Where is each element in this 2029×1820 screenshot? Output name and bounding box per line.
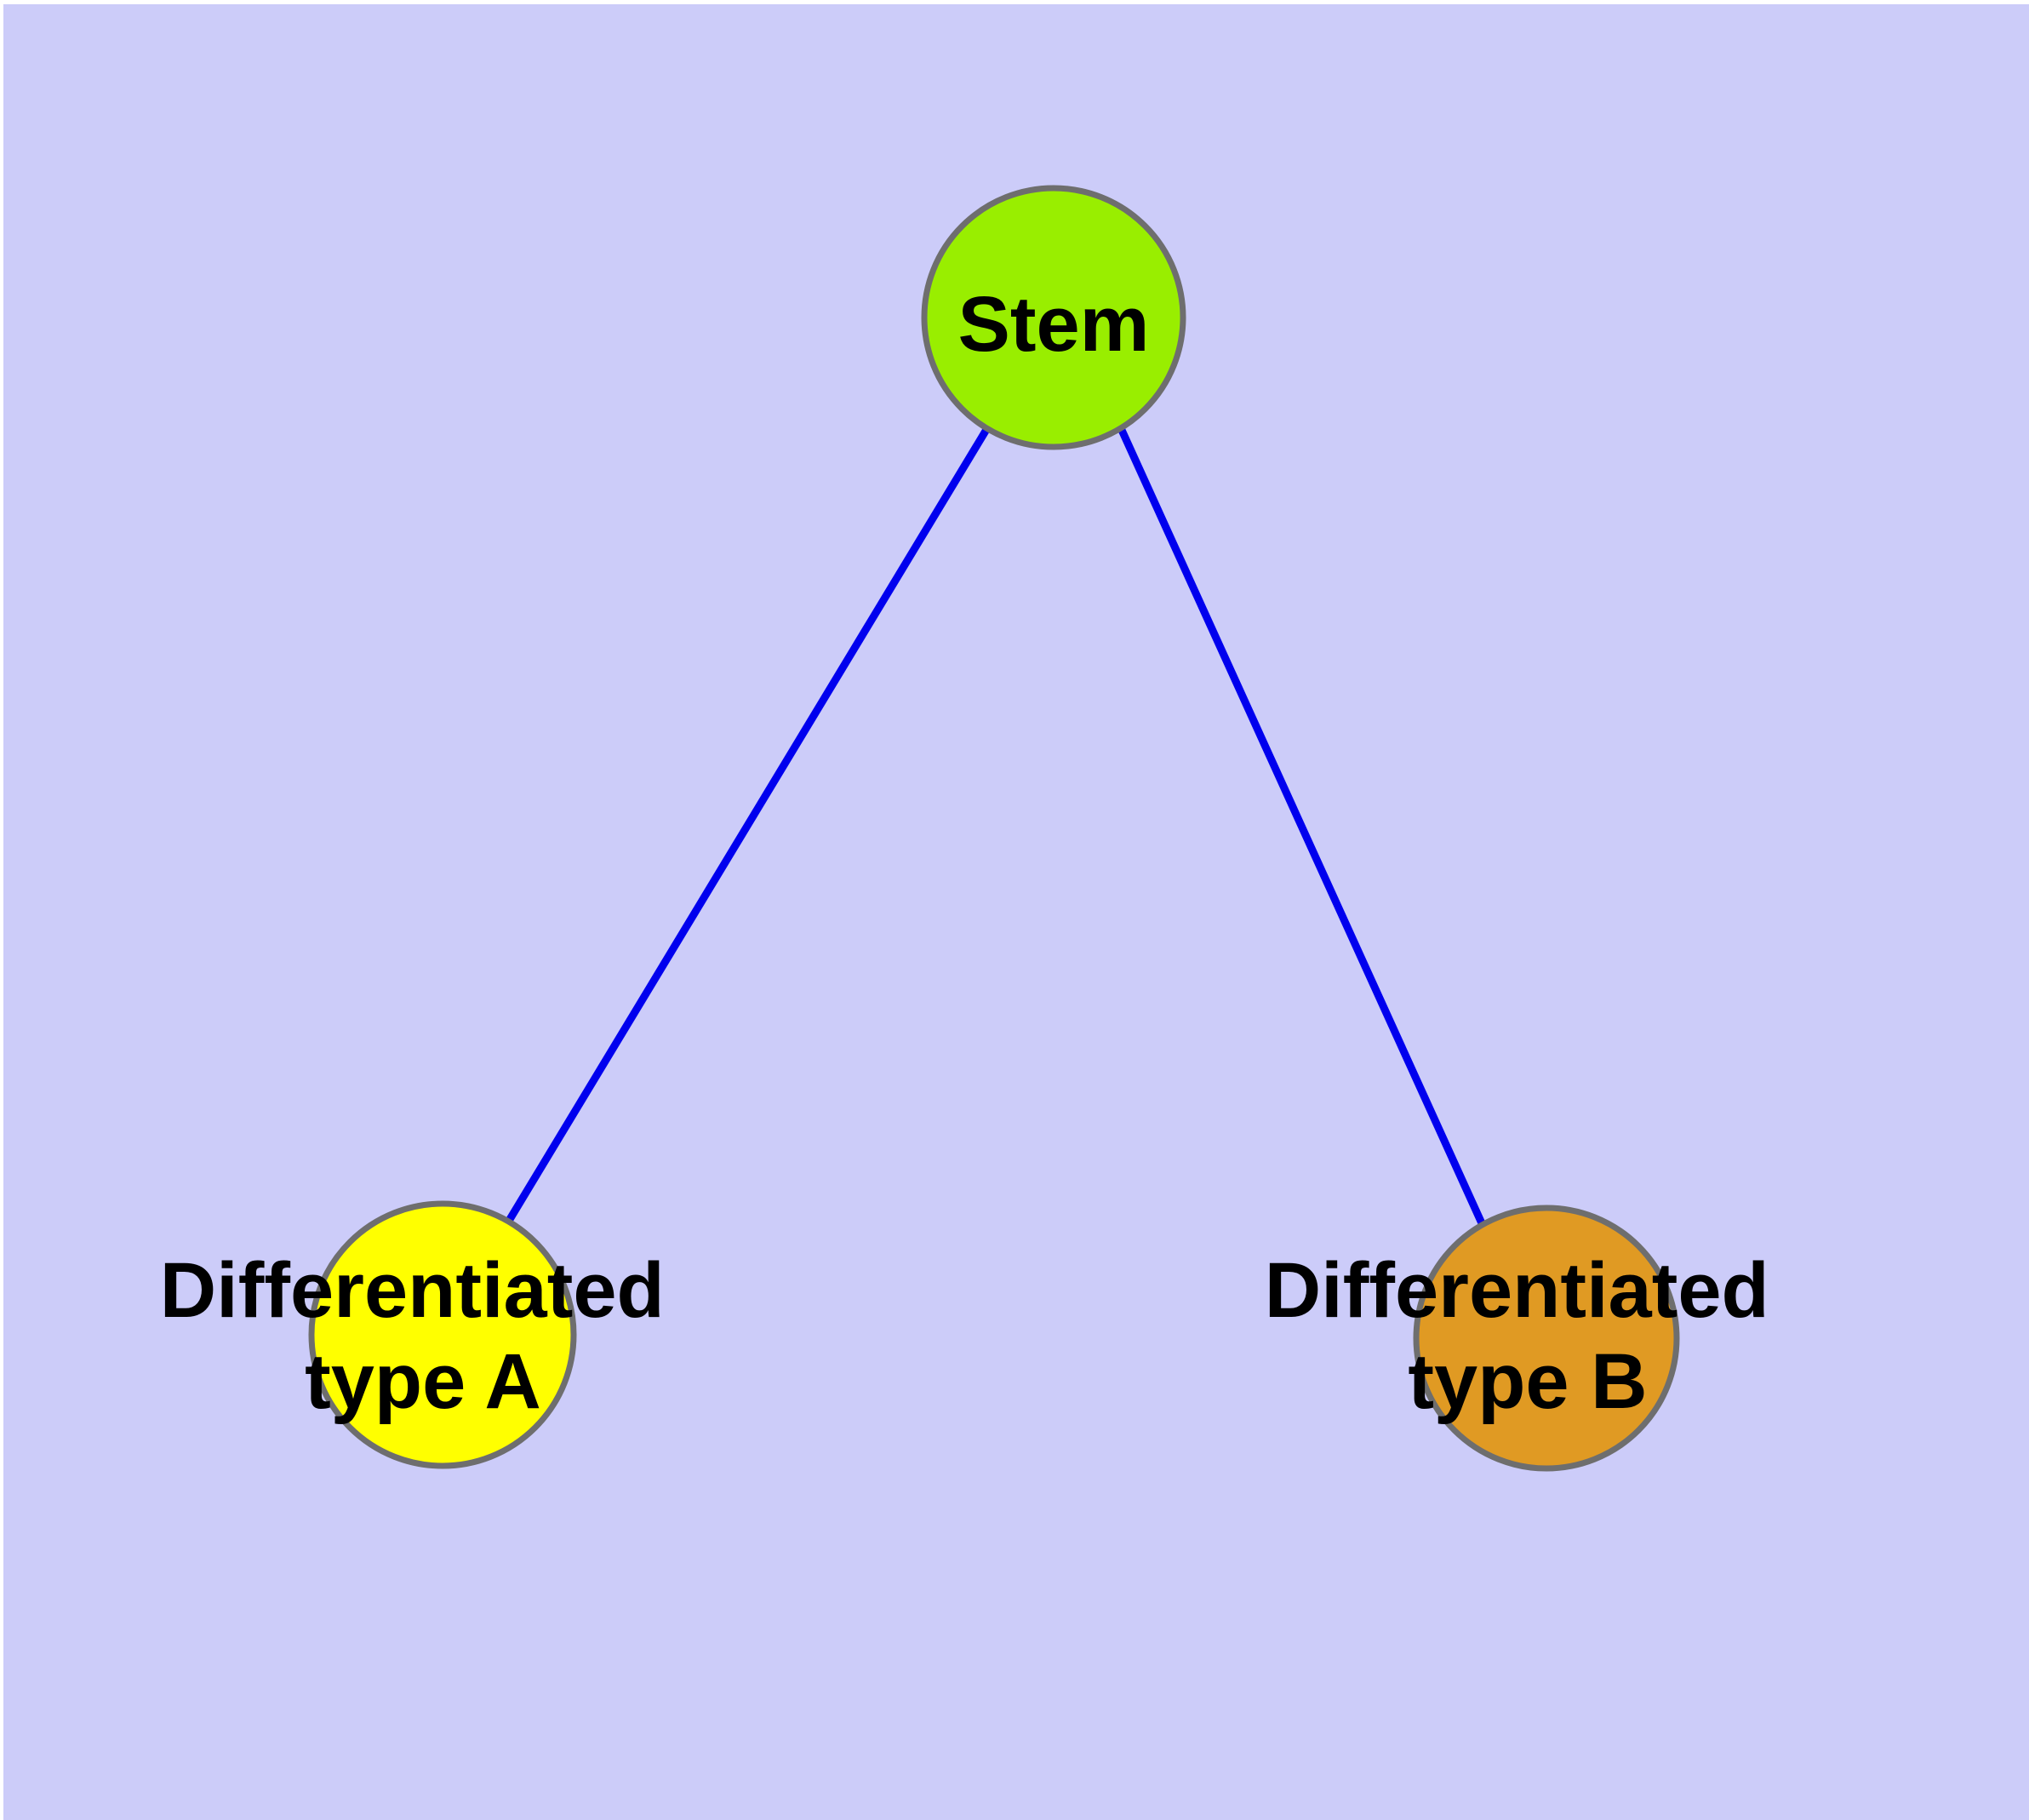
node-differentiated-type-b[interactable] <box>1413 1205 1680 1472</box>
node-label-stem-line-1: Stem <box>958 281 1150 368</box>
node-stem[interactable] <box>921 185 1186 450</box>
edge-stem-diff-a[interactable] <box>506 426 991 1223</box>
node-differentiated-type-a[interactable] <box>308 1200 577 1469</box>
node-layer <box>308 185 1680 1472</box>
edge-layer <box>506 426 1486 1225</box>
node-label-stem: Stem <box>958 281 1150 368</box>
label-layer: Stem Differentiated type A Differentiate… <box>160 281 1792 1425</box>
node-label-differentiated-type-a: Differentiated type A <box>160 1247 687 1425</box>
edge-stem-diff-b[interactable] <box>1117 426 1486 1225</box>
node-label-diff-b-line-1: Differentiated <box>1265 1247 1769 1334</box>
node-label-diff-b-line-2: type B <box>1408 1338 1647 1425</box>
node-label-differentiated-type-b: Differentiated type B <box>1265 1247 1792 1425</box>
node-label-diff-a-line-2: type A <box>305 1338 541 1425</box>
node-label-diff-a-line-1: Differentiated <box>160 1247 665 1334</box>
